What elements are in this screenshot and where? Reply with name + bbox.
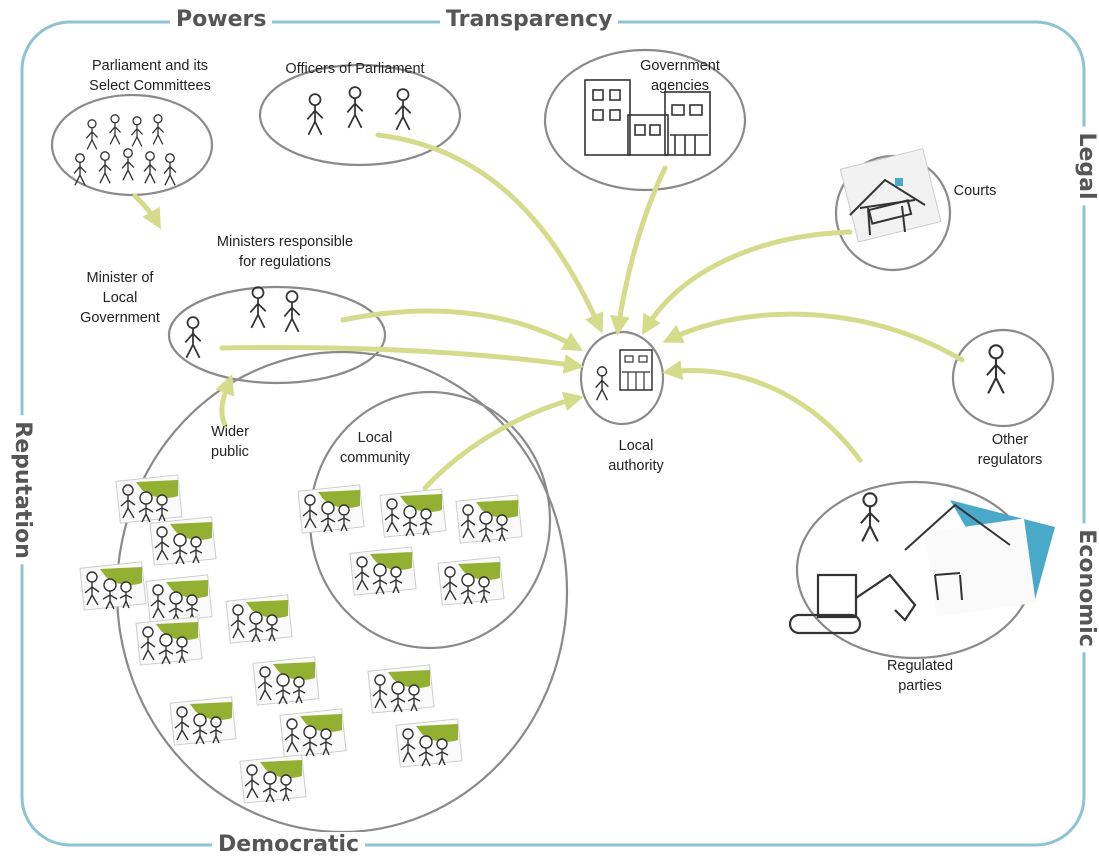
regulator-figure-icon xyxy=(985,344,1007,395)
arrow-community-to-authority xyxy=(422,391,584,491)
officers-label: Officers of Parliament xyxy=(285,61,425,77)
officers-ellipse xyxy=(258,63,462,167)
arrow-ministers-to-authority xyxy=(340,308,584,351)
ministers-label: Ministers responsible for regulations xyxy=(216,234,354,270)
local-authority-ellipse xyxy=(579,330,665,426)
local-community-label: Local community xyxy=(339,430,411,466)
reputation-label: Reputation xyxy=(9,415,35,565)
arrow-regulated-to-authority xyxy=(662,360,863,463)
arrow-minister-local-to-authority xyxy=(219,344,584,374)
arrow-officers-to-authority xyxy=(375,132,604,334)
arrow-public-to-ministers xyxy=(215,374,235,428)
transparency-label: Transparency xyxy=(440,7,619,33)
parliament-ellipse xyxy=(50,93,214,197)
crowd-cards-icon xyxy=(79,474,523,804)
powers-label: Powers xyxy=(170,7,273,33)
democratic-label: Democratic xyxy=(212,832,366,858)
economic-label: Economic xyxy=(1073,523,1099,653)
wider-public-label: Wider public xyxy=(211,424,249,460)
arrow-agencies-to-authority xyxy=(610,165,668,336)
agencies-ellipse xyxy=(543,48,747,192)
local-authority-icon xyxy=(594,349,653,401)
parliament-label: Parliament and its Select Committees xyxy=(89,58,211,94)
ministers-ellipse xyxy=(167,285,387,385)
legal-label: Legal xyxy=(1073,126,1099,206)
parliament-figures-icon xyxy=(73,114,177,186)
buildings-icon xyxy=(584,79,711,156)
local-authority-label: Local authority xyxy=(608,438,664,474)
other-regulators-ellipse xyxy=(951,328,1055,428)
arrow-parliament-to-ministers xyxy=(132,193,161,230)
arrow-courts-to-authority xyxy=(641,229,853,336)
minister-local-label: Minister of Local Government xyxy=(80,270,160,326)
arrow-other-regulators-to-authority xyxy=(662,311,965,363)
regulated-parties-icon xyxy=(788,492,1055,635)
agencies-label: Government agencies xyxy=(640,58,720,94)
other-regulators-label: Other regulators xyxy=(977,432,1043,468)
courthouse-icon xyxy=(839,148,942,243)
officers-figures-icon xyxy=(306,86,412,136)
courts-label: Courts xyxy=(953,183,997,199)
regulated-parties-label: Regulated parties xyxy=(886,658,954,694)
